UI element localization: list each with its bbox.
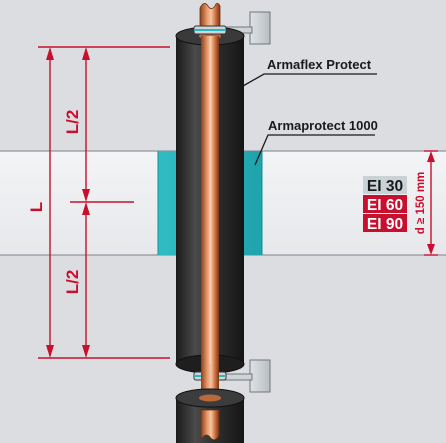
- rating-ei90: EI 90: [367, 216, 403, 233]
- rating-badge-ei90: [363, 214, 407, 232]
- dimension-lines: [38, 46, 438, 359]
- rating-ei60: EI 60: [367, 197, 403, 214]
- dimension-label-half-bottom: L/2: [63, 270, 82, 295]
- copper-pipe: [201, 36, 219, 364]
- lower-pipe-bracket: [211, 359, 271, 393]
- rating-ei30: EI 30: [367, 178, 403, 195]
- rating-badge-ei60: [363, 195, 407, 213]
- armaflex-label: Armaflex Protect: [267, 57, 372, 72]
- armaprotect-leader: [254, 134, 375, 166]
- armaprotect-label: Armaprotect 1000: [268, 118, 378, 133]
- dimension-label-l: L: [27, 202, 46, 212]
- copper-pipe-bottom: [200, 409, 220, 441]
- fire-rating-badges: EI 30 EI 60 EI 90: [363, 176, 407, 233]
- dimension-label-half-top: L/2: [63, 110, 82, 135]
- wall-thickness-label: d ≥ 150 mm: [415, 172, 427, 235]
- armaflex-leader: [242, 73, 377, 87]
- rating-badge-ei30: [363, 176, 407, 194]
- upper-pipe-clamp: [193, 25, 227, 35]
